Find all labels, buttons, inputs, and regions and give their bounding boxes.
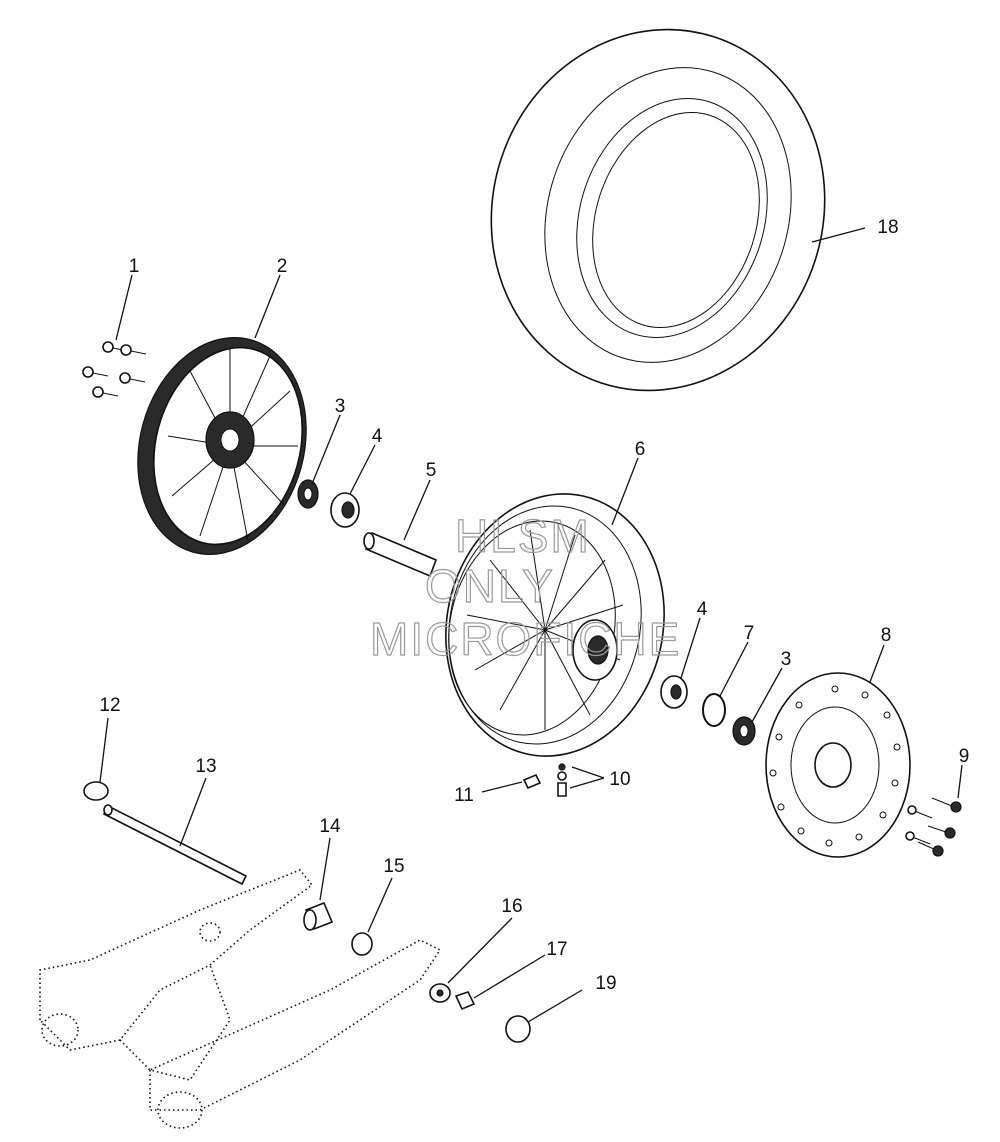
callout-10: 10 <box>609 769 630 790</box>
swingarm-part <box>39 869 442 1129</box>
bushing-large-part <box>303 901 334 931</box>
callout-6: 6 <box>635 439 646 460</box>
callout-8: 8 <box>881 625 892 646</box>
watermark-line-2: ONLY <box>425 560 555 612</box>
axle-washer-part <box>83 781 109 801</box>
valve-stem-part <box>557 763 567 797</box>
callout-5: 5 <box>426 460 437 481</box>
axle-cap-part <box>505 1015 531 1043</box>
axle-spacer-part <box>363 531 438 578</box>
callout-13: 13 <box>195 756 216 777</box>
callout-4-right: 4 <box>697 599 708 620</box>
axle-nut-part <box>454 991 476 1011</box>
callout-12: 12 <box>99 695 120 716</box>
bearing-left-part <box>330 492 360 528</box>
callout-17: 17 <box>546 939 567 960</box>
bearing-right-part <box>660 675 688 709</box>
tire-part <box>490 28 826 392</box>
rear-wheel-part <box>445 493 665 757</box>
chain-adjuster-part <box>429 983 451 1003</box>
callout-11: 11 <box>454 785 474 806</box>
callout-18: 18 <box>877 217 898 238</box>
watermark-line-3: MICROFICHE <box>370 613 681 665</box>
callout-7: 7 <box>744 623 755 644</box>
callout-4-left: 4 <box>372 426 383 447</box>
callout-labels: 1 2 3 4 5 6 18 4 7 3 8 9 10 11 12 13 14 … <box>99 217 969 994</box>
callout-16: 16 <box>501 896 522 917</box>
watermark-line-1: HLSM <box>455 510 591 562</box>
sprocket-bolts-part <box>82 341 147 398</box>
callout-1: 1 <box>129 256 140 277</box>
bushing-small-part <box>351 932 373 956</box>
brake-disc-part <box>765 672 911 858</box>
callout-9: 9 <box>959 746 970 767</box>
callout-15: 15 <box>383 856 404 877</box>
balance-weight-part <box>522 773 542 790</box>
seal-right-part <box>732 716 756 746</box>
seal-left-part <box>297 479 319 509</box>
watermark: HLSM ONLY MICROFICHE <box>369 509 681 665</box>
leader-lines <box>99 227 963 1023</box>
callout-3-left: 3 <box>335 396 346 417</box>
callout-19: 19 <box>595 973 616 994</box>
callout-14: 14 <box>319 816 341 837</box>
circlip-part <box>702 693 726 727</box>
callout-2: 2 <box>277 256 288 277</box>
callout-3-right: 3 <box>781 649 792 670</box>
rear-axle-part <box>102 804 248 886</box>
sprocket-part <box>137 337 307 555</box>
disc-bolts-part <box>905 797 962 857</box>
